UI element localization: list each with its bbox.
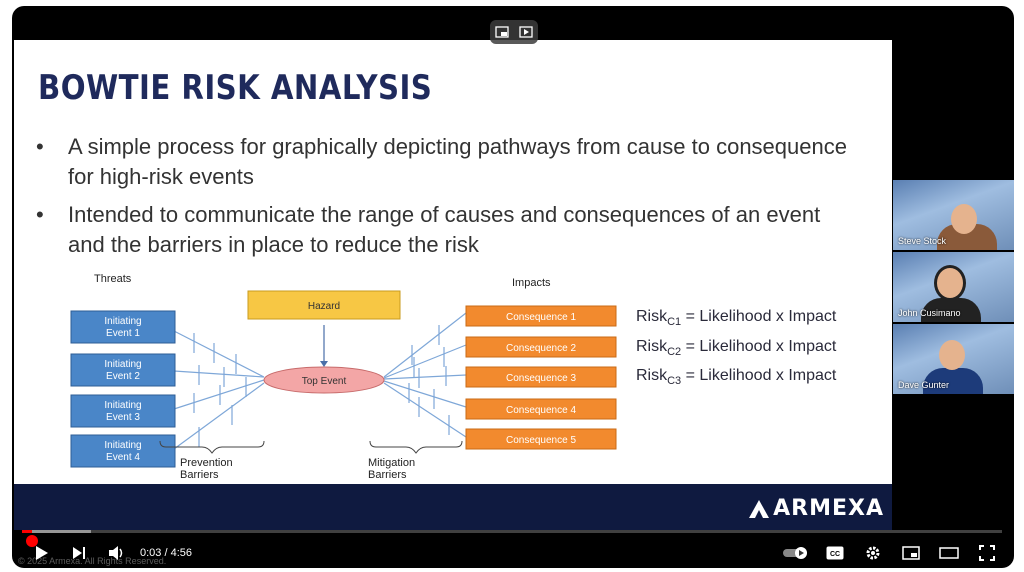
hazard-box: Hazard xyxy=(247,290,401,320)
participant-name: Steve Stock xyxy=(898,236,947,246)
svg-text:Event 4: Event 4 xyxy=(106,452,140,463)
time-display: 0:03 / 4:56 xyxy=(140,547,192,559)
play-button[interactable] xyxy=(30,542,52,564)
svg-text:CC: CC xyxy=(830,551,840,558)
participant-body xyxy=(921,298,981,322)
participant-head xyxy=(939,340,965,370)
hazard-arrowhead xyxy=(320,361,328,367)
progress-played xyxy=(22,530,32,533)
participant-head xyxy=(937,268,963,298)
autoplay-toggle-icon xyxy=(783,547,807,559)
participant-name: John Cusimano xyxy=(898,308,961,318)
initiating-event: Initiating Event 4 xyxy=(70,434,176,468)
miniplayer-icon xyxy=(902,546,920,560)
impacts-label: Impacts xyxy=(512,277,551,289)
bullet-list: A simple process for graphically depicti… xyxy=(36,132,856,268)
miniplayer-button[interactable] xyxy=(900,542,922,564)
progress-bar[interactable] xyxy=(22,530,1002,547)
svg-text:Consequence 1: Consequence 1 xyxy=(506,312,576,323)
volume-icon xyxy=(109,546,123,560)
consequence-box: Consequence 3 xyxy=(465,366,617,388)
svg-text:Consequence 3: Consequence 3 xyxy=(506,373,576,384)
participant-video: Dave Gunter xyxy=(893,324,1014,394)
volume-button[interactable] xyxy=(106,542,128,564)
svg-text:Consequence 2: Consequence 2 xyxy=(506,343,576,354)
armexa-logo: ARMEXA xyxy=(749,496,884,521)
initiating-event: Initiating Event 2 xyxy=(70,353,176,387)
mitigation-label: Mitigation xyxy=(368,457,415,469)
consequence-lines xyxy=(383,312,467,438)
prevention-label: Barriers xyxy=(180,469,219,481)
mitigation-label: Barriers xyxy=(368,469,407,481)
video-player[interactable]: BOWTIE RISK ANALYSIS A simple process fo… xyxy=(12,6,1014,568)
svg-text:Consequence 5: Consequence 5 xyxy=(506,435,576,446)
bullet-item: Intended to communicate the range of cau… xyxy=(36,200,856,260)
captions-button[interactable]: CC xyxy=(824,542,846,564)
armexa-logo-mark-icon xyxy=(749,499,770,518)
fullscreen-icon xyxy=(979,545,995,561)
threats-label: Threats xyxy=(94,273,132,285)
threat-lines xyxy=(173,330,265,450)
theater-icon xyxy=(939,547,959,559)
svg-text:Initiating: Initiating xyxy=(104,359,141,370)
player-controls: 0:03 / 4:56 © 2025 Armexa. All Rights Re… xyxy=(12,520,1014,568)
bullet-item: A simple process for graphically depicti… xyxy=(36,132,856,192)
risk-equation: RiskC3 = Likelihood x Impact xyxy=(636,367,837,387)
next-button[interactable] xyxy=(68,542,90,564)
svg-text:Consequence 4: Consequence 4 xyxy=(506,405,576,416)
presentation-slide: BOWTIE RISK ANALYSIS A simple process fo… xyxy=(14,40,892,530)
initiating-event: Initiating Event 1 xyxy=(70,310,176,344)
theater-mode-button[interactable] xyxy=(938,542,960,564)
gear-icon xyxy=(866,546,880,560)
svg-text:Event 2: Event 2 xyxy=(106,371,140,382)
participant-head xyxy=(951,204,977,234)
play-icon xyxy=(36,546,48,560)
prevention-bracket xyxy=(159,440,265,454)
svg-text:Initiating: Initiating xyxy=(104,440,141,451)
slide-title: BOWTIE RISK ANALYSIS xyxy=(38,68,433,108)
risk-equation: RiskC2 = Likelihood x Impact xyxy=(636,338,837,358)
next-icon xyxy=(73,547,85,559)
consequence-box: Consequence 2 xyxy=(465,336,617,358)
progress-loaded xyxy=(22,530,91,533)
slide-footer: ARMEXA xyxy=(14,484,892,530)
svg-text:Hazard: Hazard xyxy=(308,301,340,312)
progress-scrubber[interactable] xyxy=(25,535,38,547)
svg-text:Event 3: Event 3 xyxy=(106,412,140,423)
initiating-event: Initiating Event 3 xyxy=(70,394,176,428)
svg-text:Initiating: Initiating xyxy=(104,316,141,327)
svg-text:Initiating: Initiating xyxy=(104,400,141,411)
participant-video: John Cusimano xyxy=(893,252,1014,322)
logo-text: ARMEXA xyxy=(773,496,884,521)
svg-text:Top Event: Top Event xyxy=(302,376,347,387)
autoplay-toggle[interactable] xyxy=(782,542,812,564)
top-overlay-controls xyxy=(490,20,538,44)
settings-button[interactable] xyxy=(862,542,884,564)
copyright-watermark: © 2025 Armexa. All Rights Reserved. xyxy=(18,556,167,566)
bowtie-diagram: Threats Impacts Initiating Event 1 Initi… xyxy=(70,273,837,481)
miniplayer-icon[interactable] xyxy=(495,25,509,39)
participant-body xyxy=(923,368,983,394)
risk-equation: RiskC1 = Likelihood x Impact xyxy=(636,308,837,328)
participant-video: Steve Stock xyxy=(893,180,1014,250)
participant-name: Dave Gunter xyxy=(898,380,950,390)
svg-text:Event 1: Event 1 xyxy=(106,328,140,339)
consequence-box: Consequence 1 xyxy=(465,305,617,327)
top-event: Top Event xyxy=(263,366,385,394)
fullscreen-button[interactable] xyxy=(976,542,998,564)
consequence-box: Consequence 5 xyxy=(465,428,617,450)
captions-icon: CC xyxy=(826,546,844,560)
risk-equations: RiskC1 = Likelihood x Impact RiskC2 = Li… xyxy=(636,308,837,387)
consequence-box: Consequence 4 xyxy=(465,398,617,420)
mitigation-bracket xyxy=(369,440,463,454)
autoplay-icon[interactable] xyxy=(519,25,533,39)
prevention-label: Prevention xyxy=(180,457,233,469)
